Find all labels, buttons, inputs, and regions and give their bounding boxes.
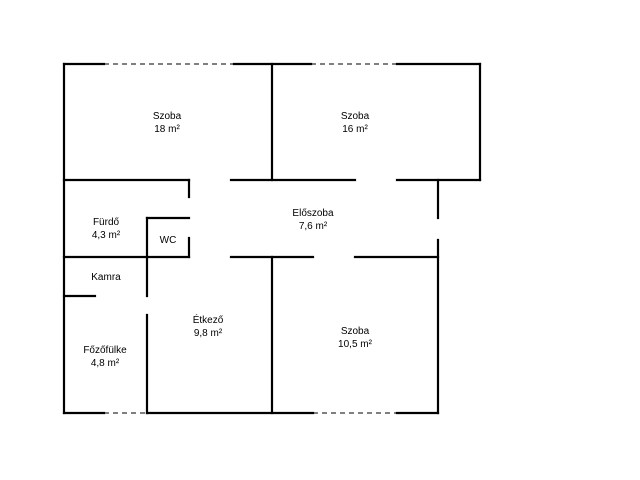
room-name-szoba-nw: Szoba: [153, 111, 182, 122]
room-labels: Szoba 18 m² Szoba 16 m² Fürdő 4,3 m² WC …: [83, 111, 372, 369]
room-name-szoba-se: Szoba: [341, 326, 370, 337]
room-area-fozofulke: 4,8 m²: [91, 358, 120, 369]
room-area-szoba-se: 10,5 m²: [338, 339, 373, 350]
room-name-szoba-ne: Szoba: [341, 111, 370, 122]
windows: [104, 63, 397, 414]
room-name-furdo: Fürdő: [93, 217, 120, 228]
room-name-etkezo: Étkező: [193, 313, 224, 326]
room-name-eloszoba: Előszoba: [292, 208, 334, 219]
walls: [62, 62, 482, 415]
room-area-szoba-nw: 18 m²: [154, 124, 180, 135]
room-name-fozofulke: Főzőfülke: [83, 345, 127, 356]
room-area-etkezo: 9,8 m²: [194, 328, 223, 339]
room-name-kamra: Kamra: [91, 272, 121, 283]
room-area-furdo: 4,3 m²: [92, 230, 121, 241]
room-name-wc: WC: [160, 235, 177, 246]
room-area-eloszoba: 7,6 m²: [299, 221, 328, 232]
room-area-szoba-ne: 16 m²: [342, 124, 368, 135]
